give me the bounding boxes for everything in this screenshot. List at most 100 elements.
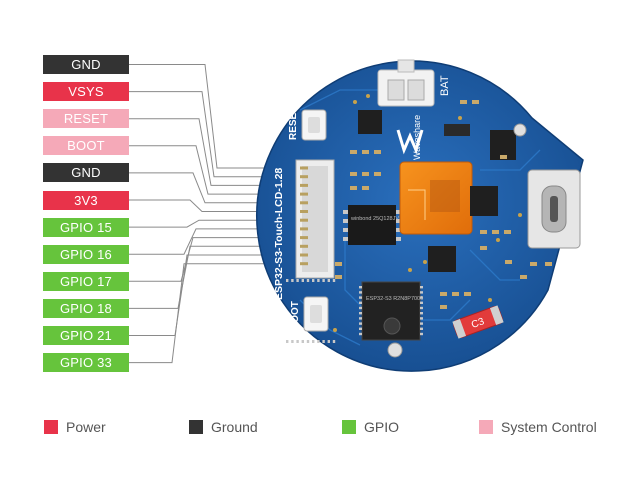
smd-passive [545,262,552,266]
smd-passive [472,100,479,104]
pin-label-reset: RESET [43,109,129,129]
mcu-pin [359,286,362,289]
pin-wire [129,64,300,169]
small-chip-d [428,246,456,272]
mcu-pin [286,279,289,282]
pin-wire [129,118,300,186]
smd-passive [530,262,537,266]
smd-passive [440,305,447,309]
pin-wire [129,228,300,255]
legend-label-system-control: System Control [501,419,597,435]
mcu-pin [420,332,423,336]
smd-passive [362,150,369,154]
legend-ground: Ground [189,419,258,435]
board-model-silkscreen: ESP32-S3-Touch-LCD-1.28 [273,168,285,300]
smd-passive [350,172,357,176]
mcu-pin [301,279,304,282]
fpc-connector [295,159,335,279]
brand-silkscreen: Waveshare [412,115,422,160]
legend-label-power: Power [66,419,106,435]
pin-wire [129,254,300,336]
flash-chip-pin [396,219,401,223]
fpc-pin [300,201,308,205]
smd-passive [452,292,459,296]
flash-chip-label: winbond 25Q128JVSQ 2317 [350,216,421,222]
fpc-pin [300,183,308,187]
pin-wire [129,172,300,204]
smd-passive [362,172,369,176]
mcu-pin [286,340,289,343]
mcu-pin [322,279,325,282]
boot-button-graphic [303,296,329,332]
small-chip-e [444,124,470,136]
fpc-pin [300,253,308,257]
smd-passive [460,100,467,104]
mcu-pin [312,340,315,343]
mcu-chip [286,279,423,343]
mcu-pin [420,301,423,304]
mounting-hole [513,123,527,137]
mcu-pin [322,340,325,343]
small-chip-a [358,110,382,134]
mcu-pin [332,279,336,282]
pcb-board: BAT RESET BOOT ESP32-S3-Touch-LCD-1.28 [256,59,584,372]
pin-label-gpio-15: GPIO 15 [43,217,129,237]
brand-logo-icon [396,129,424,155]
mcu-chip-label: ESP32-S3 R2N8P7000 [366,296,423,302]
bat-label: BAT [439,75,451,96]
flash-chip-pin [343,210,348,214]
pin-wire [129,219,300,228]
smd-passive [480,230,487,234]
mcu-pin [327,279,330,282]
smd-passive [362,186,369,190]
battery-connector [377,59,435,107]
boot-silkscreen: BOOT [290,301,301,330]
smd-passive [480,246,487,250]
pin-label-gpio-18: GPIO 18 [43,298,129,318]
usb-c-connector [527,169,581,249]
smd-passive [335,275,342,279]
mcu-pin [359,332,362,336]
mcu-pin [317,340,320,343]
flash-chip-pin [396,237,401,241]
fpc-pin [300,244,308,248]
smd-passive [500,155,507,159]
mcu-pin [291,340,294,343]
mcu-pin [312,279,315,282]
fpc-pin [300,175,308,179]
smd-passive [505,260,512,264]
mcu-pin [420,291,423,294]
reset-button-graphic [301,109,327,141]
legend-swatch-system-control [479,420,493,434]
pin-label-gnd: GND [43,55,129,74]
mcu-pin [359,306,362,310]
pin-label-gpio-16: GPIO 16 [43,244,129,264]
passive-components [335,100,552,309]
legend-gpio: GPIO [342,419,399,435]
small-chip-b [470,186,498,216]
pin-label-boot: BOOT [43,136,129,156]
legend-system-control: System Control [479,419,597,435]
mcu-pin [420,306,423,310]
smd-passive [374,150,381,154]
mcu-pin [359,312,362,315]
mcu-pin [359,291,362,294]
orange-module [399,161,473,235]
flash-chip-pin [396,210,401,214]
legend-swatch-power [44,420,58,434]
pin-wire [129,145,300,195]
mounting-hole [387,342,403,358]
fpc-pin [300,262,308,266]
mcu-pin [359,327,362,330]
c3-component: C3 [452,305,504,339]
flash-chip-pin [343,237,348,241]
flash-chip-pin [396,228,401,232]
mcu-pin [296,340,299,343]
fpc-pin [300,192,308,196]
mcu-pin [359,301,362,304]
pin-label-gpio-17: GPIO 17 [43,271,129,291]
mcu-pin [359,317,362,320]
pin-wire [129,199,300,212]
pin-wire [129,263,300,364]
